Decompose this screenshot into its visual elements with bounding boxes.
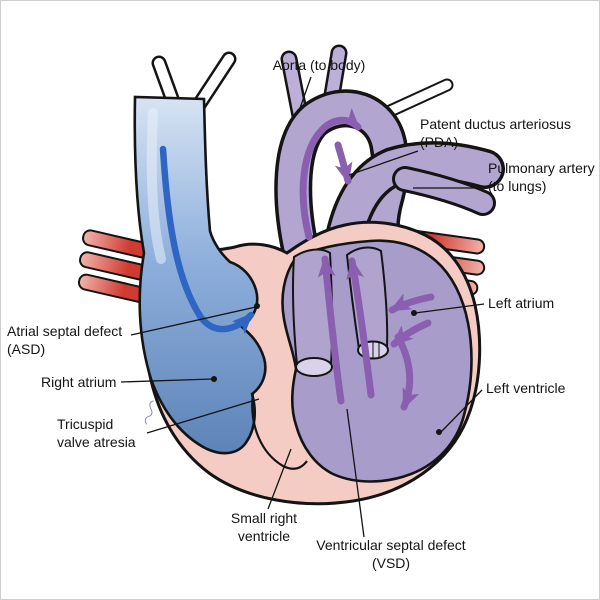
- label-asd-line2: (ASD): [7, 341, 45, 357]
- label-vsd-line2: (VSD): [372, 555, 410, 571]
- artist-signature: [144, 400, 154, 425]
- label-small-rv-line2: ventricle: [238, 528, 290, 544]
- label-right-atrium: Right atrium: [41, 374, 116, 390]
- label-aorta: Aorta (to body): [273, 57, 366, 73]
- label-vsd-line1: Ventricular septal defect: [316, 537, 466, 553]
- pulmonary-artery-shape: [325, 141, 505, 257]
- blue-flow-arrow: [159, 145, 255, 335]
- leader-tricuspid: [146, 398, 260, 434]
- leader-pda: [348, 150, 419, 176]
- label-asd-line1: Atrial septal defect: [7, 323, 122, 339]
- label-left-ventricle: Left ventricle: [486, 380, 566, 396]
- leader-right-atrium: [120, 378, 214, 383]
- label-tricuspid-line2: valve atresia: [57, 434, 136, 450]
- dot-left-ventricle: [436, 429, 442, 435]
- dot-left-atrium: [411, 310, 417, 316]
- svc-highlight: [146, 108, 166, 264]
- leader-left-ventricle: [440, 389, 483, 433]
- label-pulmonary-artery-line2: (to lungs): [488, 178, 546, 194]
- leader-aorta: [298, 76, 312, 112]
- label-pulmonary-artery-line1: Pulmonary artery: [488, 160, 595, 176]
- small-right-ventricle-outline: [251, 392, 308, 470]
- label-tricuspid-line1: Tricuspid: [57, 416, 113, 432]
- leader-asd: [130, 306, 257, 336]
- label-pda-line1: Patent ductus arteriosus: [420, 116, 571, 132]
- dot-asd: [254, 303, 260, 309]
- leader-small-rv: [267, 448, 292, 510]
- label-dots: [211, 303, 442, 435]
- labels: Aorta (to body) Patent ductus arteriosus…: [7, 57, 595, 571]
- label-left-atrium: Left atrium: [488, 295, 554, 311]
- label-pda-line2: (PDA): [420, 134, 458, 150]
- leader-lines: [120, 76, 485, 538]
- dot-right-atrium: [211, 376, 217, 382]
- label-small-rv-line1: Small right: [231, 510, 297, 526]
- leader-left-atrium: [414, 303, 485, 314]
- purple-flow-arrows: [299, 107, 435, 411]
- aorta-shape: [274, 89, 410, 272]
- leader-vsd: [346, 408, 365, 538]
